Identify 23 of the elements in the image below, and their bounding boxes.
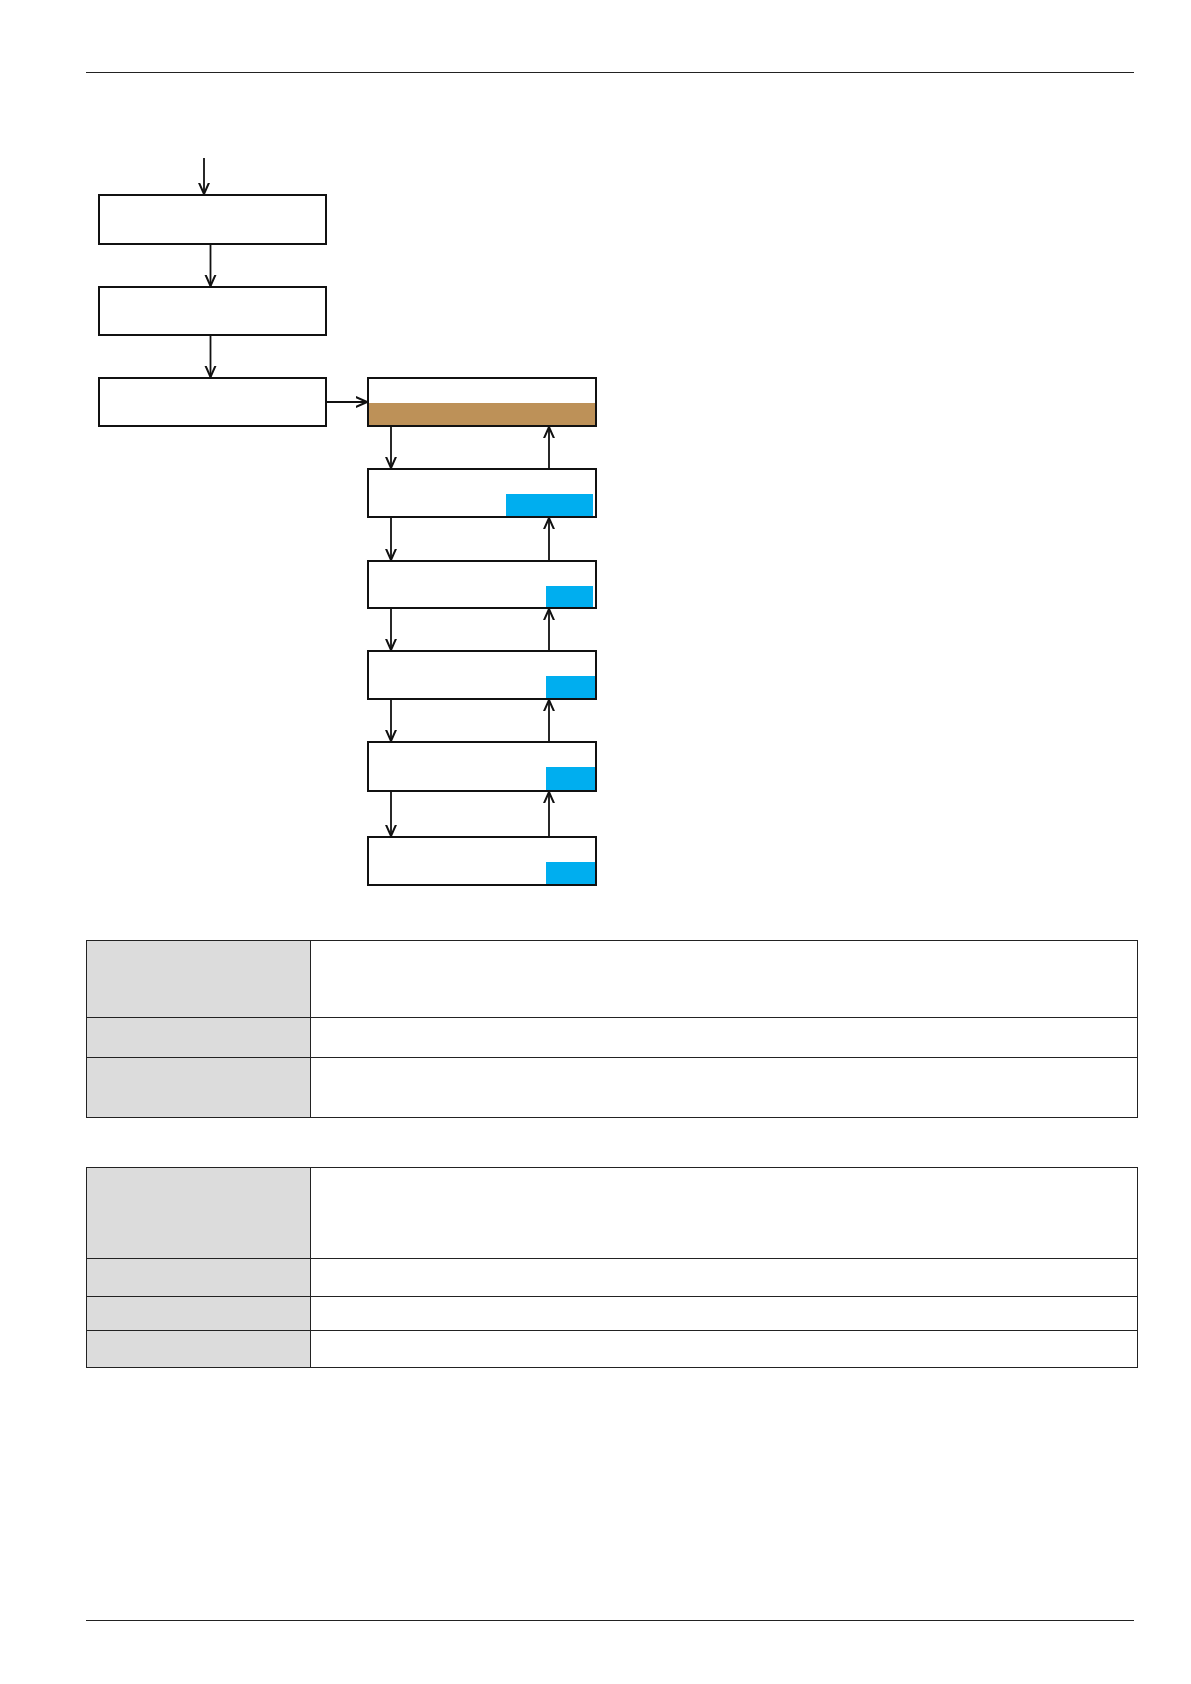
process-box [98,194,327,245]
arrow [542,791,556,837]
arrow [384,608,398,651]
arrow [204,244,217,287]
arrow [542,608,556,651]
arrow [384,791,398,837]
arrow [384,426,398,469]
arrow [542,699,556,742]
arrow [326,395,368,409]
level-box [367,560,597,609]
arrow [542,426,556,469]
process-box [98,377,327,427]
arrow [384,699,398,742]
arrow [384,517,398,561]
arrow [542,517,556,561]
level-box [367,650,597,700]
level-box [367,741,597,792]
level-box [367,836,597,886]
arrow [197,157,211,195]
level-box [367,468,597,518]
arrow [204,335,217,378]
level-box [367,377,597,427]
process-box [98,286,327,336]
